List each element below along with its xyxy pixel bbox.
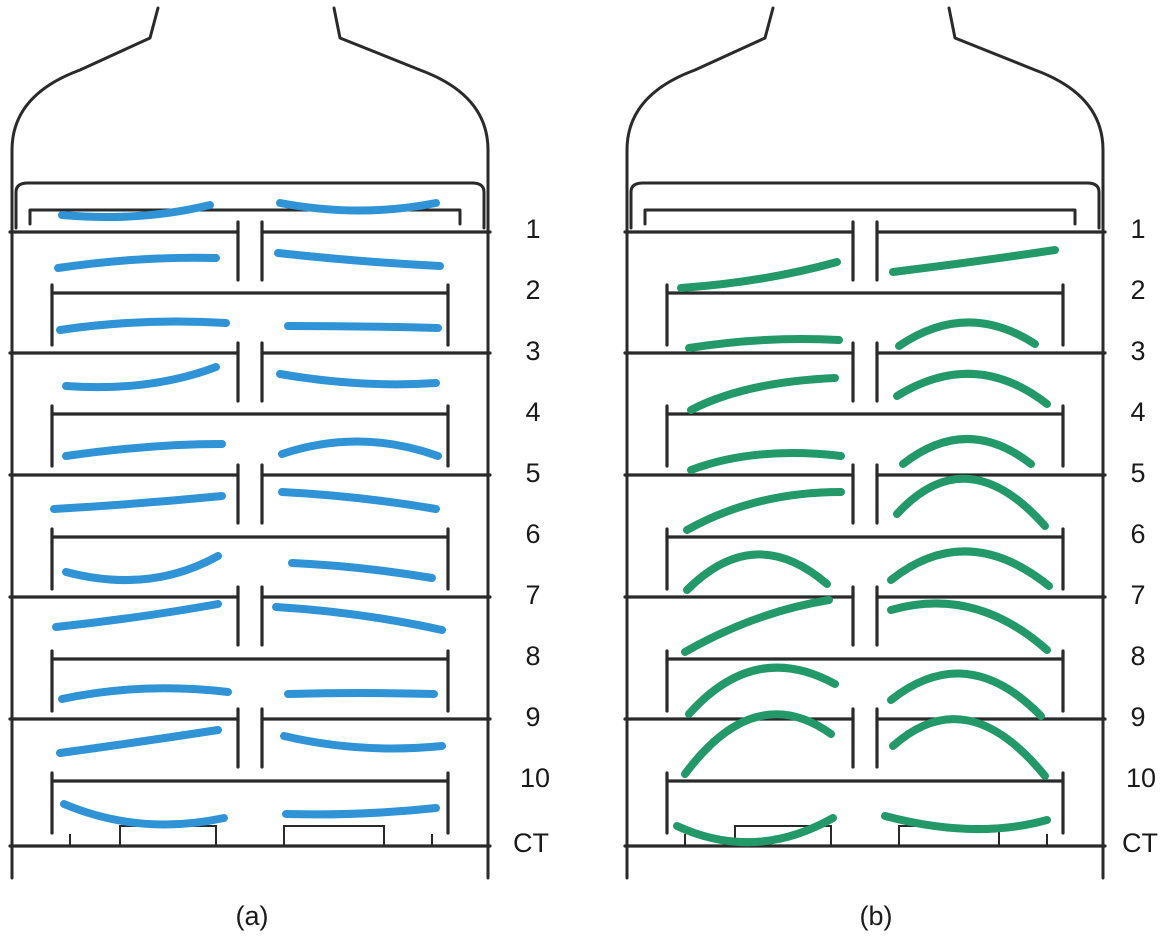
particle-layer xyxy=(56,726,222,757)
particle-layer xyxy=(893,369,1051,408)
particle-layer xyxy=(887,547,1053,590)
ct-particle-layer xyxy=(282,804,440,819)
particle-layer xyxy=(54,253,220,272)
panel-b-column xyxy=(623,6,1107,880)
tray-label-2-a: 2 xyxy=(525,275,540,305)
tray-label-5-a: 5 xyxy=(525,458,540,488)
particle-layer xyxy=(687,374,839,414)
tray-label-2: 2 xyxy=(1130,275,1145,305)
tray-label-1: 1 xyxy=(1130,214,1145,244)
particle-layer xyxy=(895,318,1039,350)
tray-label-1-a: 1 xyxy=(525,214,540,244)
tray-label-8: 8 xyxy=(1130,641,1145,671)
particle-layer xyxy=(677,258,841,292)
tray-label-4-a: 4 xyxy=(525,397,540,427)
column-shell xyxy=(625,6,1105,880)
particle-layer xyxy=(681,710,835,778)
panel-label-a: (a) xyxy=(236,901,269,931)
tray-label-3: 3 xyxy=(1130,336,1145,366)
collector-right xyxy=(283,825,385,847)
particle-layer xyxy=(278,437,442,460)
top-plate-frame xyxy=(643,208,1077,226)
tray-label-6-a: 6 xyxy=(525,519,540,549)
tray-label-8-a: 8 xyxy=(525,641,540,671)
tray-label-4: 4 xyxy=(1130,397,1145,427)
particle-layer xyxy=(889,246,1059,276)
column-shell xyxy=(10,6,490,880)
tray-label-7: 7 xyxy=(1130,580,1145,610)
tray-label-5: 5 xyxy=(1130,458,1145,488)
particle-layer xyxy=(683,550,831,594)
particle-layer xyxy=(284,322,442,332)
tray-label-3-a: 3 xyxy=(525,336,540,366)
particle-layer xyxy=(56,317,230,334)
particle-layer xyxy=(887,669,1045,720)
tray-label-9-a: 9 xyxy=(525,702,540,732)
particle-layer xyxy=(274,249,444,270)
particle-layer xyxy=(58,684,232,703)
tray-label-10: 10 xyxy=(1126,763,1156,793)
particle-layer xyxy=(893,474,1049,530)
particle-layer xyxy=(887,599,1051,654)
panel-label-b: (b) xyxy=(860,901,893,931)
particle-layer xyxy=(681,596,833,656)
top-distributor xyxy=(629,181,1101,230)
particle-layer xyxy=(272,603,446,634)
particle-layer xyxy=(685,335,843,352)
particle-layer xyxy=(58,201,214,222)
particle-layer xyxy=(685,663,839,718)
tray-label-9: 9 xyxy=(1130,702,1145,732)
collector-left xyxy=(119,825,217,847)
particle-layer xyxy=(288,559,436,582)
particle-layer xyxy=(276,370,440,389)
particle-layer xyxy=(284,689,438,698)
particle-layer xyxy=(62,363,220,392)
ct-particle-layer xyxy=(881,812,1051,834)
top-plate-frame xyxy=(28,208,462,226)
tray-label-ct: CT xyxy=(1122,828,1158,858)
tray-labels: 1 2 3 4 5 6 7 8 9 10 CT 1 2 3 4 5 6 7 8 … xyxy=(513,214,1158,858)
top-distributor xyxy=(14,181,486,230)
particle-layer xyxy=(889,715,1049,780)
particle-layer xyxy=(276,199,440,215)
particle-layer xyxy=(687,449,845,474)
ct-particle-layer xyxy=(673,814,837,847)
particle-layer xyxy=(50,492,226,513)
ct-particle-layer xyxy=(60,800,228,829)
tray-label-10-a: 10 xyxy=(520,763,550,793)
particle-layer xyxy=(278,488,440,513)
collector-left xyxy=(734,825,832,847)
particle-layer xyxy=(62,440,226,460)
panel-a-column xyxy=(8,6,492,880)
particle-layer xyxy=(62,552,222,585)
tray-label-6: 6 xyxy=(1130,519,1145,549)
particle-layer xyxy=(899,435,1035,468)
tray-label-ct-a: CT xyxy=(513,828,549,858)
particle-layer xyxy=(683,488,845,534)
particle-layer xyxy=(52,600,222,631)
tray-label-7-a: 7 xyxy=(525,580,540,610)
particle-layer xyxy=(280,732,446,753)
